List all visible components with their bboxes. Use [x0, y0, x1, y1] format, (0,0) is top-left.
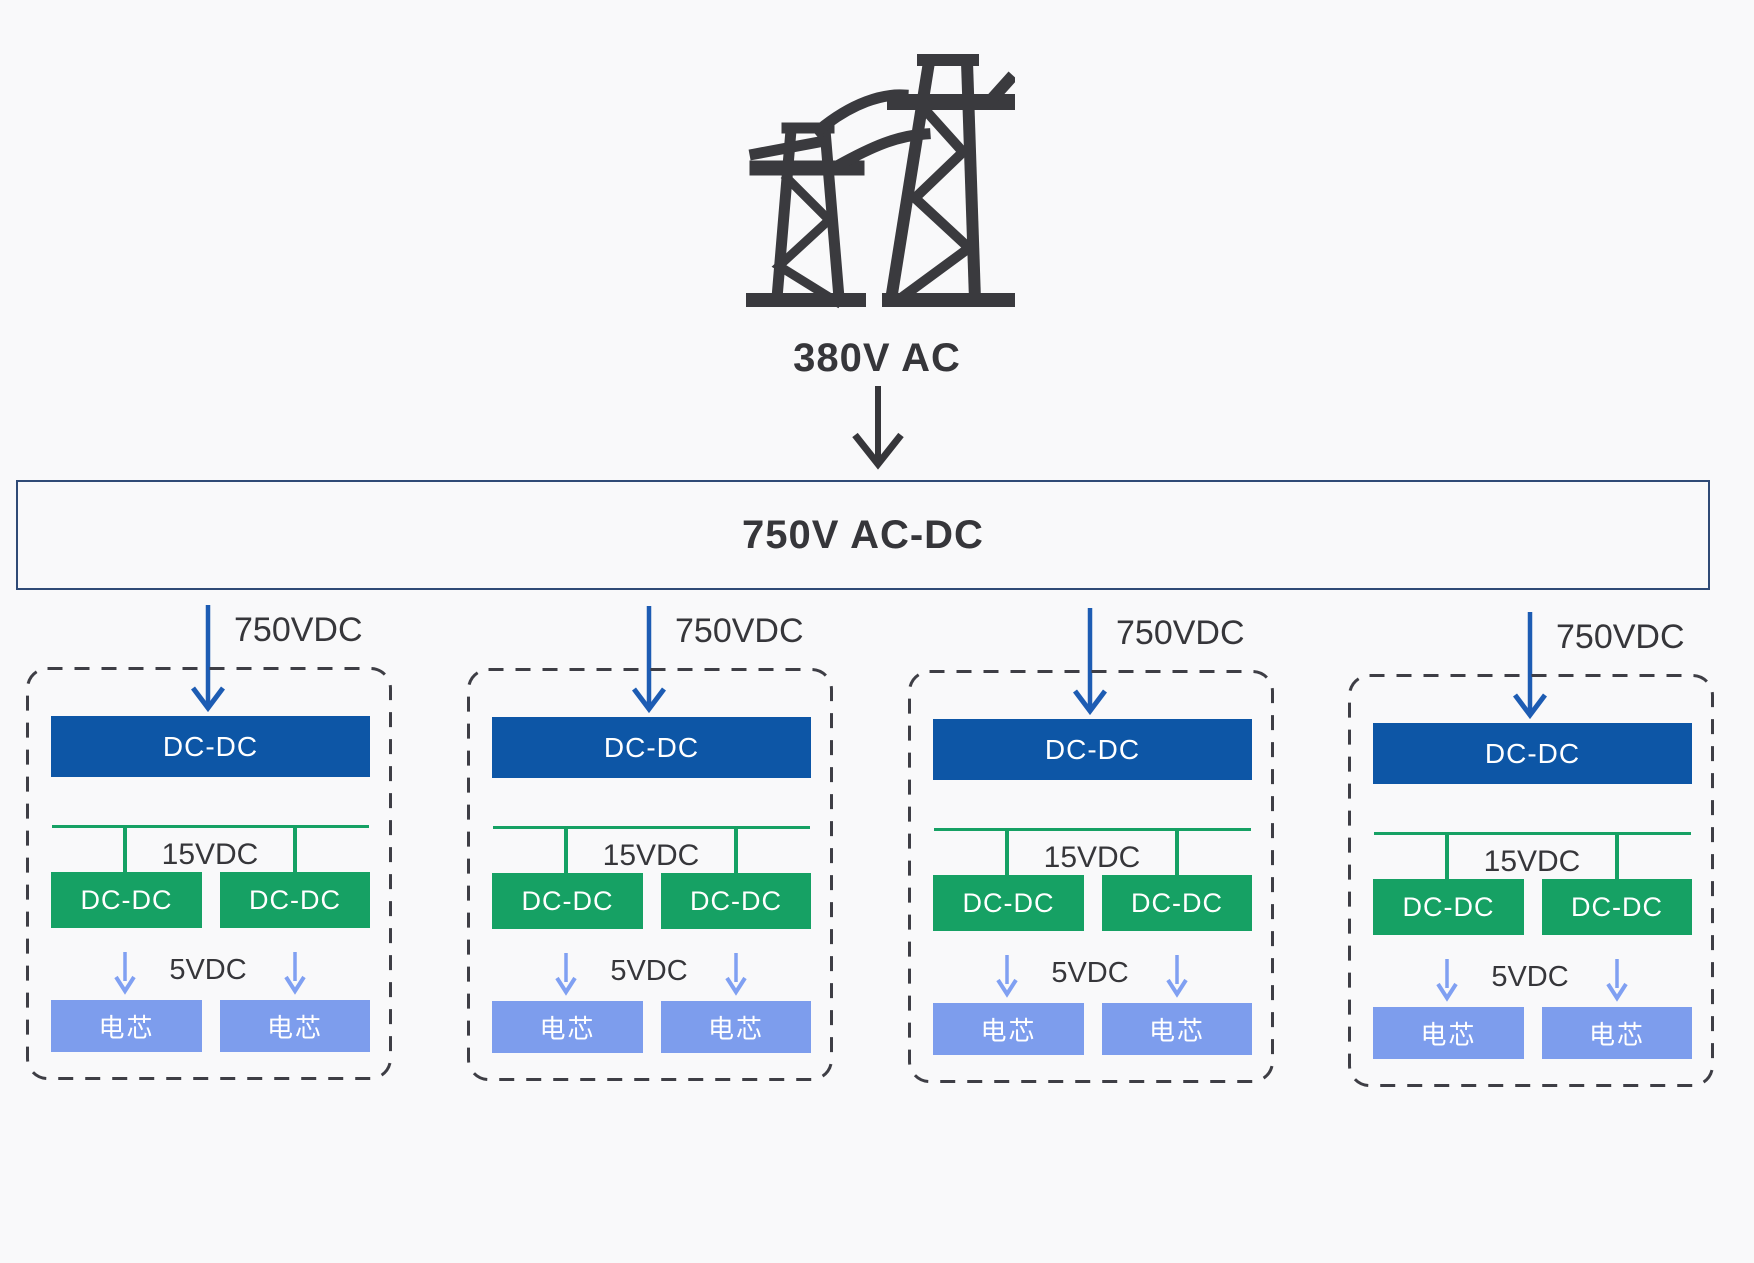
sub-dcdc-box: DC-DC	[933, 875, 1084, 931]
battery-cell-box: 电芯	[1373, 1007, 1524, 1059]
battery-branch-4: 750VDC DC-DC 15VDC DC-DC DC-DC 5VDC 电芯 电…	[1348, 602, 1714, 1102]
bus-line	[493, 826, 810, 829]
battery-branch-1: 750VDC DC-DC 15VDC DC-DC DC-DC 5VDC 电芯 电…	[26, 595, 392, 1095]
transmission-towers-icon	[746, 54, 1015, 309]
battery-cell-box: 电芯	[51, 1000, 202, 1052]
rectifier-box: 750V AC-DC	[16, 480, 1710, 590]
input-voltage-label: 750VDC	[1116, 614, 1245, 652]
rectifier-label: 750V AC-DC	[742, 512, 984, 557]
sub-dcdc-box: DC-DC	[1102, 875, 1252, 931]
bus-line	[934, 828, 1251, 831]
battery-branch-3: 750VDC DC-DC 15VDC DC-DC DC-DC 5VDC 电芯 电…	[908, 598, 1274, 1098]
mid-voltage-label: 15VDC	[1483, 845, 1581, 878]
mid-voltage-label: 15VDC	[1043, 841, 1141, 874]
battery-cell-box: 电芯	[933, 1003, 1084, 1055]
source-voltage-label: 380V AC	[793, 336, 961, 380]
down-arrow-icon	[725, 953, 747, 996]
low-voltage-label: 5VDC	[1491, 961, 1569, 993]
battery-cell-box: 电芯	[1542, 1007, 1692, 1059]
mid-voltage-label: 15VDC	[161, 838, 259, 871]
down-arrow-icon	[1513, 612, 1547, 720]
primary-dcdc-box: DC-DC	[51, 716, 370, 777]
mid-voltage-label: 15VDC	[602, 839, 700, 872]
battery-branch-2: 750VDC DC-DC 15VDC DC-DC DC-DC 5VDC 电芯 电…	[467, 596, 833, 1096]
battery-cell-box: 电芯	[661, 1001, 811, 1053]
bus-line	[1374, 832, 1691, 835]
down-arrow-icon	[996, 955, 1018, 998]
sub-dcdc-box: DC-DC	[51, 872, 202, 928]
battery-cell-box: 电芯	[1102, 1003, 1252, 1055]
primary-dcdc-box: DC-DC	[492, 717, 811, 778]
down-arrow-icon	[114, 952, 136, 995]
down-arrow-icon	[852, 386, 904, 470]
sub-dcdc-box: DC-DC	[661, 873, 811, 929]
battery-cell-box: 电芯	[492, 1001, 643, 1053]
input-voltage-label: 750VDC	[675, 612, 804, 650]
down-arrow-icon	[1073, 608, 1107, 716]
low-voltage-label: 5VDC	[169, 954, 247, 986]
bus-line	[52, 825, 369, 828]
sub-dcdc-box: DC-DC	[1373, 879, 1524, 935]
down-arrow-icon	[284, 952, 306, 995]
input-voltage-label: 750VDC	[234, 611, 363, 649]
primary-dcdc-box: DC-DC	[933, 719, 1252, 780]
down-arrow-icon	[1436, 959, 1458, 1002]
down-arrow-icon	[632, 606, 666, 714]
low-voltage-label: 5VDC	[1051, 957, 1129, 989]
sub-dcdc-box: DC-DC	[220, 872, 370, 928]
input-voltage-label: 750VDC	[1556, 618, 1685, 656]
down-arrow-icon	[191, 605, 225, 713]
battery-cell-box: 电芯	[220, 1000, 370, 1052]
down-arrow-icon	[555, 953, 577, 996]
sub-dcdc-box: DC-DC	[492, 873, 643, 929]
down-arrow-icon	[1166, 955, 1188, 998]
down-arrow-icon	[1606, 959, 1628, 1002]
low-voltage-label: 5VDC	[610, 955, 688, 987]
primary-dcdc-box: DC-DC	[1373, 723, 1692, 784]
sub-dcdc-box: DC-DC	[1542, 879, 1692, 935]
